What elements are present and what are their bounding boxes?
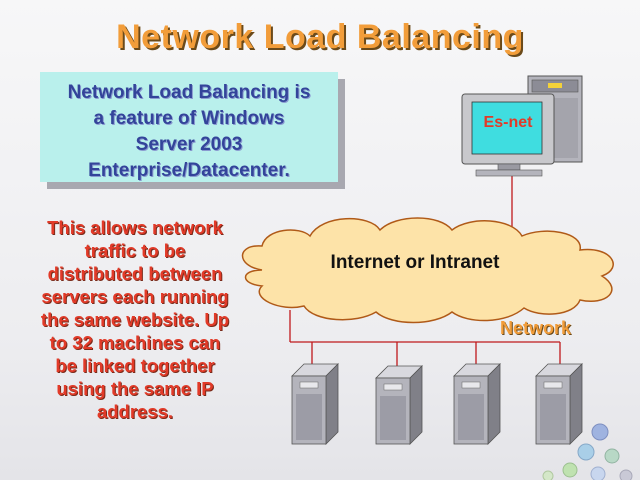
- description-line: the same website. Up: [40, 309, 230, 330]
- network-label: Network: [500, 318, 572, 338]
- feature-line: Server 2003: [135, 134, 243, 155]
- decorative-bubbles: [542, 423, 633, 480]
- feature-box: Network Load Balancing is a feature of W…: [40, 72, 338, 182]
- description-line: servers each running: [41, 286, 229, 307]
- description-line: distributed between: [47, 263, 223, 284]
- slide-title: Network Load Balancing: [116, 18, 524, 56]
- feature-text: Network Load Balancing is a feature of W…: [40, 80, 338, 184]
- description-line: traffic to be: [84, 240, 186, 261]
- client-computer: [461, 75, 583, 177]
- description-text: This allows network traffic to be distri…: [20, 216, 250, 423]
- server-2: [375, 365, 423, 445]
- description-line: to 32 machines can: [49, 332, 221, 353]
- cloud-shape: [241, 217, 614, 324]
- description-line: using the same IP: [56, 378, 214, 399]
- description-line: This allows network: [47, 217, 223, 238]
- server-3: [453, 363, 501, 445]
- description-line: address.: [96, 401, 174, 422]
- cloud-label: Internet or Intranet: [330, 252, 500, 273]
- feature-line: Enterprise/Datacenter.: [88, 160, 290, 181]
- feature-line: a feature of Windows: [93, 108, 285, 129]
- server-1: [291, 363, 339, 445]
- feature-line: Network Load Balancing is: [67, 82, 311, 103]
- server-4: [535, 363, 583, 445]
- description-line: be linked together: [55, 355, 215, 376]
- connector-lines: [289, 176, 561, 366]
- client-label: Es-net: [483, 114, 533, 131]
